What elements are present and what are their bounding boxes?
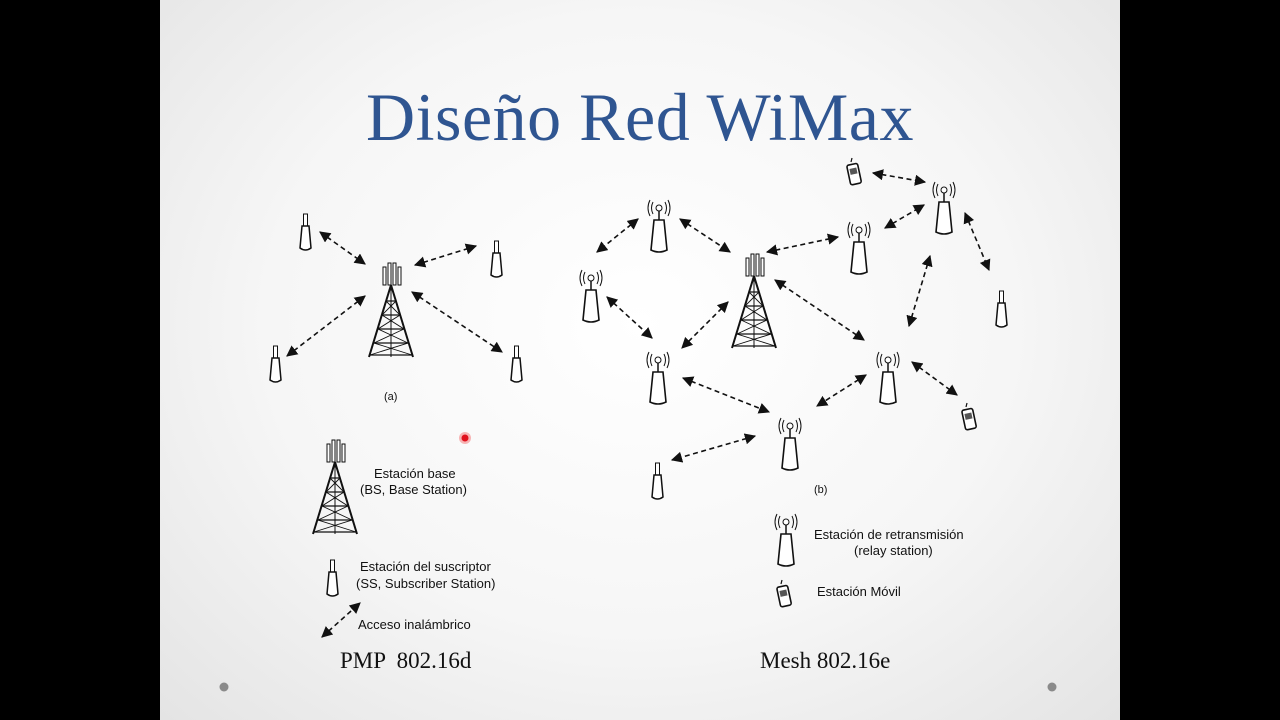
link-b-10 [906,254,933,328]
laser-pointer-icon [461,434,469,442]
relay-station-icon [646,351,670,405]
legend-subscriber-icon [326,559,339,597]
legend-mobile-icon [775,579,793,608]
relay-station-icon [847,221,871,275]
legend-relay-icon [774,513,798,567]
relay-station-icon [778,417,802,471]
relay-station-icon [932,181,956,235]
legend-base-station-abbr: (BS, Base Station) [360,482,467,497]
link-a-1 [319,231,366,265]
link-a-2 [413,243,478,268]
legend-base-station-icon [312,439,358,535]
link-a-4 [411,291,503,353]
diagram-a-label: (a) [384,391,397,403]
base-station-tower-icon [731,253,777,349]
link-b-5 [774,279,865,341]
subscriber-station-icon [269,345,282,383]
legend-subscriber-name: Estación del suscriptor [360,559,491,574]
subscriber-station-icon [651,462,664,500]
link-b-9 [963,211,991,272]
slide: Diseño Red WiMax [160,0,1120,720]
caption-mesh: Mesh 802.16e [760,648,890,673]
link-b-1 [596,218,639,253]
relay-station-icon [647,199,671,253]
slide-dot-left-icon [219,682,229,692]
link-b-13 [681,376,771,414]
subscriber-station-icon [299,213,312,251]
link-b-12 [816,374,867,407]
link-a-3 [286,295,366,357]
legend-relay-name: Estación de retransmisión [814,527,964,542]
link-b-4 [681,301,729,349]
subscriber-station-icon [995,290,1008,328]
relay-station-icon [579,269,603,323]
link-b-14 [670,433,757,463]
slide-dot-right-icon [1047,682,1057,692]
legend-subscriber-abbr: (SS, Subscriber Station) [356,576,495,591]
link-b-3 [606,296,653,339]
caption-pmp: PMP 802.16d [340,648,472,673]
slide-title: Diseño Red WiMax [366,79,914,155]
link-b-2 [679,218,731,253]
network-diagram: (a) (b) Estación base (BS, Base Station)… [219,157,1057,692]
legend-wireless-arrow [321,602,361,638]
link-b-11 [911,361,958,396]
legend-relay-abbr: (relay station) [854,543,933,558]
legend-base-station-name: Estación base [374,466,456,481]
subscriber-station-icon [510,345,523,383]
link-b-8 [871,169,927,186]
legend-mobile-name: Estación Móvil [817,584,901,599]
subscriber-station-icon [490,240,503,278]
mobile-station-icon [960,402,978,431]
relay-station-icon [876,351,900,405]
mobile-station-icon [845,157,863,186]
diagram-b-label: (b) [814,484,827,496]
link-b-6 [765,233,840,256]
base-station-tower-icon [368,262,414,358]
legend-wireless-access: Acceso inalámbrico [358,617,471,632]
link-b-7 [884,204,925,229]
